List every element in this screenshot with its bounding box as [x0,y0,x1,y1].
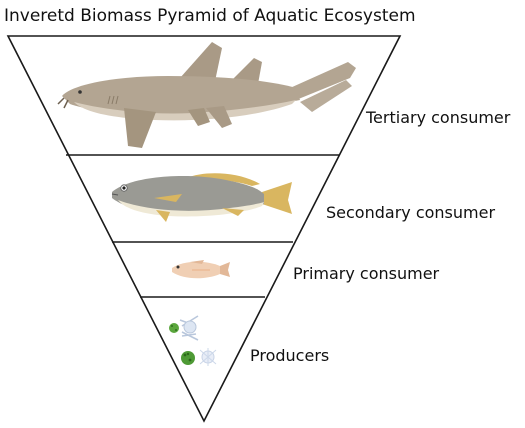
large-fish-icon [111,173,292,222]
level-label-producers: Producers [250,346,329,365]
phytoplankton-icon [169,315,217,366]
shark-icon [57,42,356,148]
diagram-title: Inveretd Biomass Pyramid of Aquatic Ecos… [4,6,416,26]
level-label-secondary: Secondary consumer [326,203,495,222]
level-label-primary: Primary consumer [293,264,440,283]
level-label-tertiary: Tertiary consumer [365,108,511,127]
small-fish-icon [172,260,230,279]
pyramid-outline [6,35,402,423]
